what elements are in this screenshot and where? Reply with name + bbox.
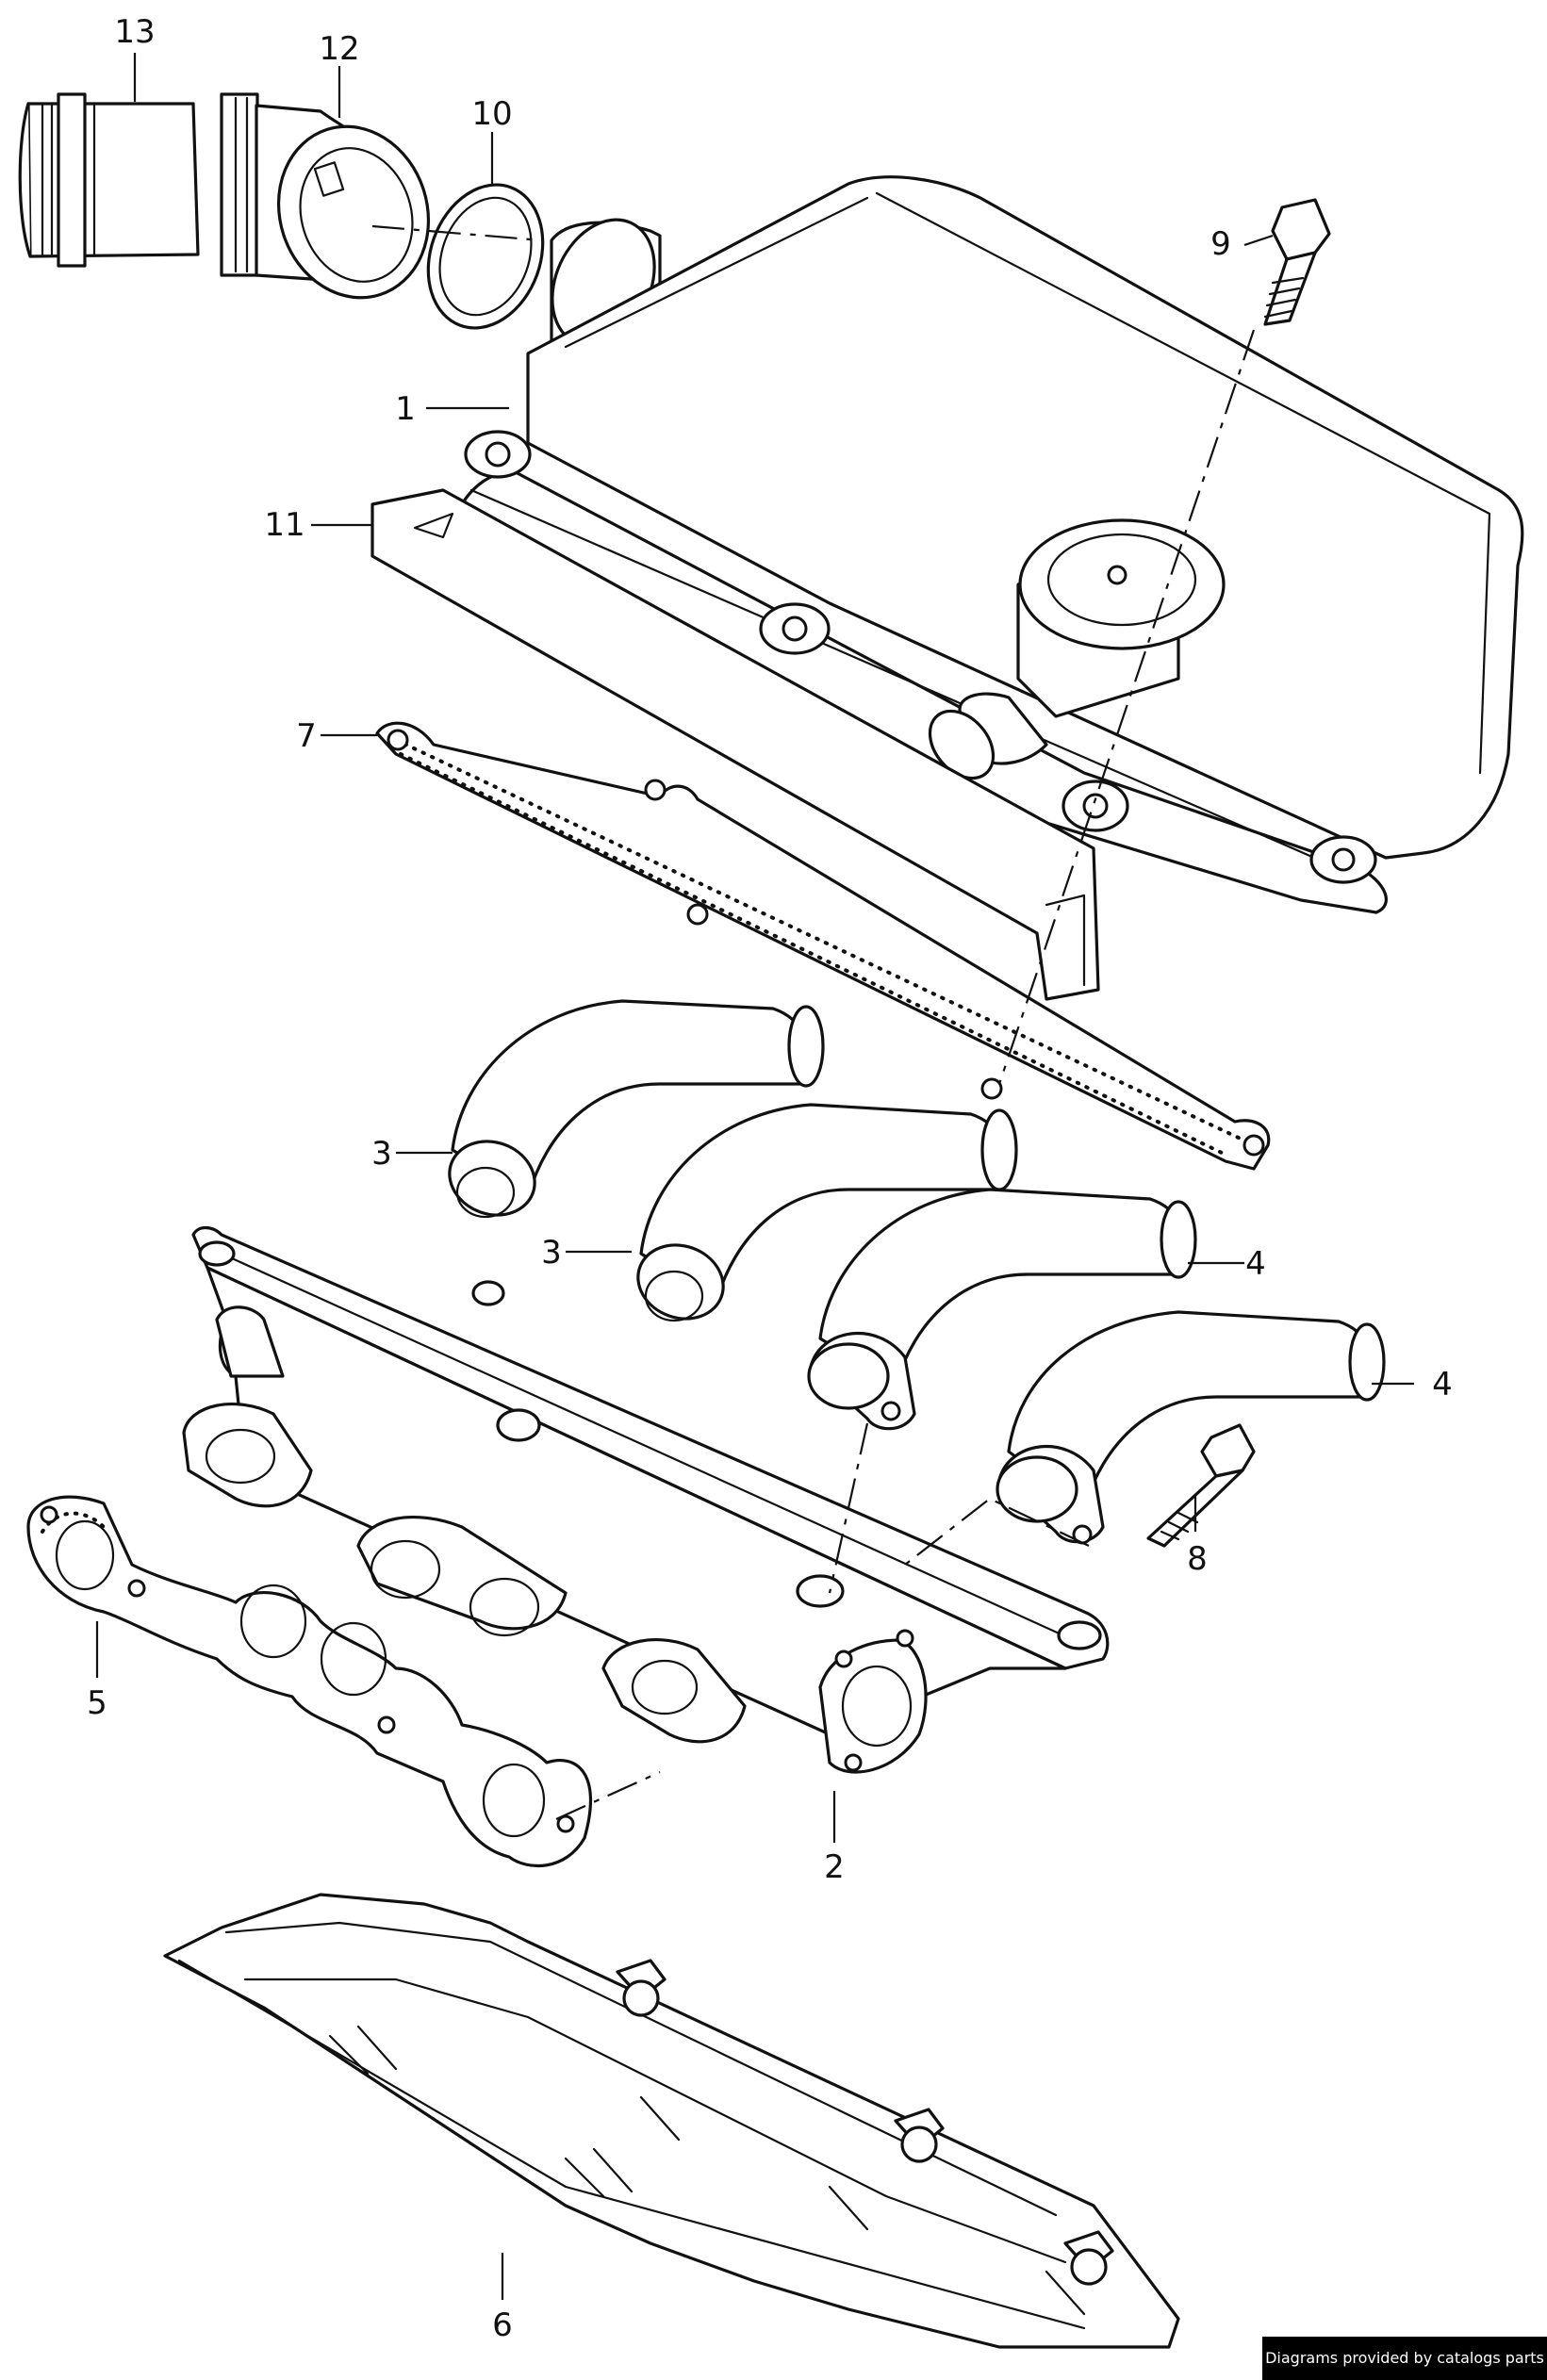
part-3-intake-pipe-lower xyxy=(636,1103,1018,1322)
callout-3-upper: 3 xyxy=(371,1135,392,1173)
callout-8: 8 xyxy=(1187,1540,1208,1578)
callout-4-upper: 4 xyxy=(1245,1245,1266,1283)
callout-10: 10 xyxy=(471,95,512,133)
callout-labels: 13 12 10 9 1 11 7 3 3 4 4 8 5 2 6 xyxy=(87,13,1453,2344)
callout-5: 5 xyxy=(87,1684,107,1722)
callout-2: 2 xyxy=(824,1848,845,1886)
callout-9: 9 xyxy=(1210,225,1231,263)
part-3-intake-pipe-upper xyxy=(448,999,825,1219)
callout-11: 11 xyxy=(264,506,304,544)
callout-4-lower: 4 xyxy=(1432,1366,1453,1403)
callout-13: 13 xyxy=(114,13,155,51)
part-2-intake-manifold xyxy=(182,1225,1110,1774)
part-7-gasket xyxy=(375,721,1271,1171)
part-11-housing-lip xyxy=(370,488,1100,1001)
part-12-duct-connector xyxy=(220,92,431,300)
callout-12: 12 xyxy=(319,30,359,68)
part-4-intake-pipe-lower xyxy=(996,1310,1386,1545)
callout-1: 1 xyxy=(395,390,416,428)
part-9-bolt xyxy=(1263,198,1331,326)
credit-badge: Diagrams provided by catalogs parts xyxy=(1262,2337,1547,2380)
assembly-lines xyxy=(371,224,1256,1821)
callout-7: 7 xyxy=(296,717,317,755)
part-6-heat-shield xyxy=(163,1893,1180,2349)
part-13-intake-hose xyxy=(18,92,200,268)
part-5-manifold-gasket xyxy=(26,1495,593,1868)
leader-lines xyxy=(95,53,1414,2300)
callout-3-lower: 3 xyxy=(541,1234,562,1272)
part-8-bolt xyxy=(1146,1423,1256,1548)
callout-6: 6 xyxy=(492,2306,513,2344)
part-4-intake-pipe-upper xyxy=(807,1188,1197,1431)
part-10-sealing-ring xyxy=(426,183,545,330)
part-1-air-filter-housing xyxy=(451,175,1524,914)
